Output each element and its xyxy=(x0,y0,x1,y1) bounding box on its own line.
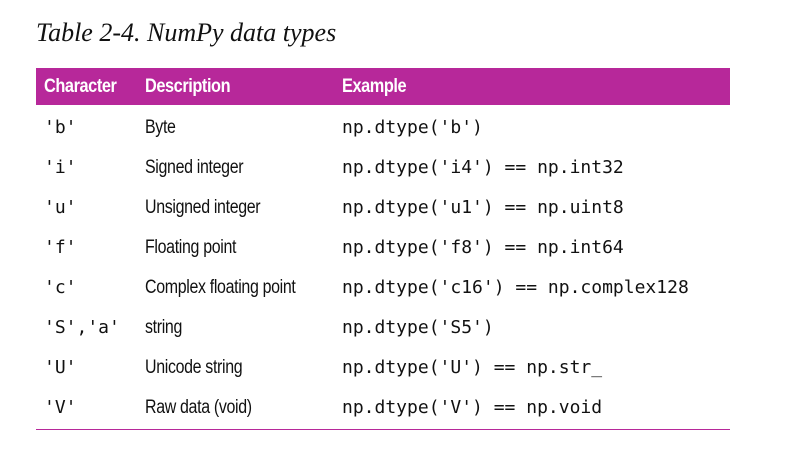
dtype-table: Character Description Example 'b' Byte n… xyxy=(36,68,730,428)
table-row: 'U' Unicode string np.dtype('U') == np.s… xyxy=(36,348,730,388)
character-cell: 'f' xyxy=(44,237,77,258)
description-cell: Raw data (void) xyxy=(145,397,252,418)
table-row: 'c' Complex floating point np.dtype('c16… xyxy=(36,268,730,308)
character-cell: 'V' xyxy=(44,397,77,418)
example-cell: np.dtype('u1') == np.uint8 xyxy=(342,197,624,218)
table-row: 'i' Signed integer np.dtype('i4') == np.… xyxy=(36,148,730,188)
description-cell: Floating point xyxy=(145,237,237,258)
example-cell: np.dtype('U') == np.str_ xyxy=(342,357,603,378)
table-header-row: Character Description Example xyxy=(36,68,730,105)
character-cell: 'i' xyxy=(44,157,77,178)
character-cell: 'U' xyxy=(44,357,77,378)
description-cell: Unsigned integer xyxy=(145,197,261,218)
example-cell: np.dtype('f8') == np.int64 xyxy=(342,237,624,258)
example-cell: np.dtype('i4') == np.int32 xyxy=(342,157,624,178)
example-cell: np.dtype('S5') xyxy=(342,317,494,338)
description-cell: Unicode string xyxy=(145,357,243,378)
table-body: 'b' Byte np.dtype('b') 'i' Signed intege… xyxy=(36,105,730,428)
description-cell: Byte xyxy=(145,117,176,138)
description-cell: Complex floating point xyxy=(145,277,296,298)
character-cell: 'c' xyxy=(44,277,77,298)
character-cell: 'u' xyxy=(44,197,77,218)
character-cell: 'S','a' xyxy=(44,317,120,338)
example-cell: np.dtype('c16') == np.complex128 xyxy=(342,277,689,298)
header-character: Character xyxy=(44,76,117,97)
description-cell: Signed integer xyxy=(145,157,244,178)
table-caption: Table 2-4. NumPy data types xyxy=(36,18,337,47)
table-bottom-rule xyxy=(36,429,730,430)
header-example: Example xyxy=(342,76,407,97)
table-row: 'b' Byte np.dtype('b') xyxy=(36,108,730,148)
table-row: 'V' Raw data (void) np.dtype('V') == np.… xyxy=(36,388,730,428)
example-cell: np.dtype('b') xyxy=(342,117,483,138)
character-cell: 'b' xyxy=(44,117,77,138)
description-cell: string xyxy=(145,317,183,338)
table-row: 'S','a' string np.dtype('S5') xyxy=(36,308,730,348)
table-row: 'u' Unsigned integer np.dtype('u1') == n… xyxy=(36,188,730,228)
example-cell: np.dtype('V') == np.void xyxy=(342,397,603,418)
header-description: Description xyxy=(145,76,231,97)
table-row: 'f' Floating point np.dtype('f8') == np.… xyxy=(36,228,730,268)
